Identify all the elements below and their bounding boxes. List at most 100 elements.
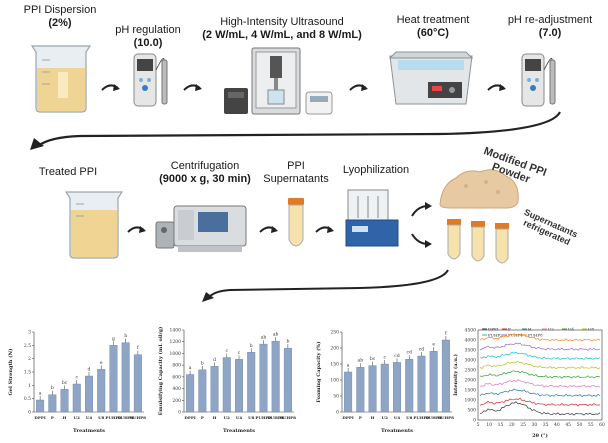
significance-letter: b (51, 385, 54, 391)
significance-letter: f (137, 345, 139, 351)
freeze-dryer-icon (345, 189, 399, 247)
x-axis-label: 2θ (°) (532, 432, 548, 439)
tube-icon (471, 221, 485, 262)
legend-label: PUHP4 (508, 333, 523, 338)
step-label-lyophilization: Lyophilization (336, 164, 416, 177)
significance-letter: d (213, 357, 216, 363)
y-tick-label: 500 (467, 408, 476, 414)
foaming-capacity-chart: 050100150200250aDPPIabPbcHcU2cdU4cdU8cdP… (315, 330, 454, 435)
significance-letter: b (201, 360, 204, 366)
arrow-icon (183, 84, 202, 91)
significance-letter: b (286, 339, 289, 345)
x-tick-label: 15 (498, 422, 504, 428)
bar (48, 394, 57, 413)
x-tick-label: P (201, 415, 204, 420)
arrow-icon (349, 84, 368, 91)
bar (222, 357, 231, 413)
significance-letter: d (88, 367, 91, 373)
step-label-ph-regulation: pH regulation (10.0) (100, 24, 196, 50)
significance-letter: cd (419, 347, 425, 353)
ph-meter-icon (133, 53, 168, 107)
step-detail: (7.0) (538, 27, 562, 39)
y-tick-label: 1200 (170, 339, 182, 345)
y-tick-label: 400 (172, 386, 181, 392)
y-tick-label: 0 (28, 410, 31, 416)
legend-label: P (508, 327, 511, 332)
series-line (479, 333, 601, 342)
x-tick-label: P (359, 415, 362, 420)
step-title: Treated PPI (38, 166, 98, 178)
y-tick-label: 0 (336, 410, 339, 416)
significance-letter: e (432, 343, 435, 348)
series-line (479, 397, 601, 407)
arrow-icon (259, 226, 278, 233)
ultrasound-icon (224, 47, 333, 115)
y-tick-label: 2500 (465, 368, 477, 374)
y-tick-label: 4500 (465, 328, 477, 334)
step-label-ppi-dispersion: PPI Dispersion (2%) (18, 4, 102, 30)
significance-letter: b (250, 343, 253, 349)
significance-letter: a (39, 392, 42, 397)
y-tick-label: 1400 (170, 328, 182, 334)
x-tick-label: DPPI (34, 415, 45, 420)
x-tick-label: 10 (486, 422, 492, 428)
y-tick-label: 200 (330, 346, 339, 352)
step-title: PPI Dispersion (23, 4, 97, 16)
x-tick-label: 50 (577, 422, 583, 428)
x-tick-label: 35 (543, 422, 549, 428)
bar (72, 383, 81, 413)
tube-icon (447, 219, 461, 260)
y-tick-label: 100 (330, 378, 339, 384)
y-tick-label: 50 (333, 394, 339, 400)
significance-letter: e (100, 361, 103, 366)
x-tick-label: U2 (382, 415, 388, 420)
water-bath-icon (388, 51, 474, 105)
emulsifying-capacity-chart: 0200400600800100012001400aDPPIbPdHcU2cU4… (157, 327, 296, 434)
x-tick-label: P (51, 415, 54, 420)
y-axis-label: Intensity (a.u.) (452, 354, 459, 396)
x-tick-label: PUHP4 (426, 415, 442, 420)
significance-letter: f (445, 331, 447, 337)
y-tick-label: 0 (178, 410, 181, 416)
series-line (479, 342, 601, 351)
x-tick-label: 20 (509, 422, 515, 428)
step-label-ultrasound: High-Intensity Ultrasound (2 W/mL, 4 W/m… (202, 16, 362, 42)
x-tick-label: U2 (74, 415, 80, 420)
x-tick-label: 25 (520, 422, 526, 428)
bar (235, 359, 243, 413)
significance-letter: cd (407, 350, 413, 356)
y-tick-label: 4000 (465, 338, 477, 344)
arrow-icon (487, 84, 506, 91)
step-title: pH regulation (115, 24, 181, 36)
step-detail: Supernatants (263, 173, 329, 185)
beaker-icon (30, 45, 92, 113)
step-detail: (2 W/mL, 4 W/mL, and 8 W/mL) (202, 29, 362, 41)
bar (198, 369, 207, 413)
centrifuge-icon (155, 205, 247, 252)
x-tick-label: 45 (565, 422, 571, 428)
x-tick-label: U8 (406, 415, 412, 420)
y-tick-label: 150 (330, 362, 339, 368)
supernatant-label: Supernatants refrigerated (512, 204, 586, 252)
significance-letter: ab (273, 332, 279, 338)
x-tick-label: 60 (599, 422, 605, 428)
arrow-icon (315, 226, 334, 233)
significance-letter: c (384, 356, 387, 361)
tube-icon (288, 198, 304, 247)
significance-letter: ab (358, 358, 364, 364)
bar (97, 369, 106, 413)
legend-label: PUHP2 (488, 333, 503, 338)
y-tick-label: 1000 (465, 398, 477, 404)
series-line (479, 351, 601, 361)
x-tick-label: 30 (531, 422, 537, 428)
y-tick-label: 200 (172, 398, 181, 404)
x-tick-label: H (371, 415, 375, 420)
y-axis-label: Gel Strength (N) (7, 349, 14, 396)
x-tick-label: U8 (98, 415, 104, 420)
plot-frame (477, 329, 603, 421)
arrow-icon (101, 84, 120, 91)
x-tick-label: DPPI (342, 415, 353, 420)
bar (186, 374, 195, 413)
arrow-icon (411, 233, 432, 248)
